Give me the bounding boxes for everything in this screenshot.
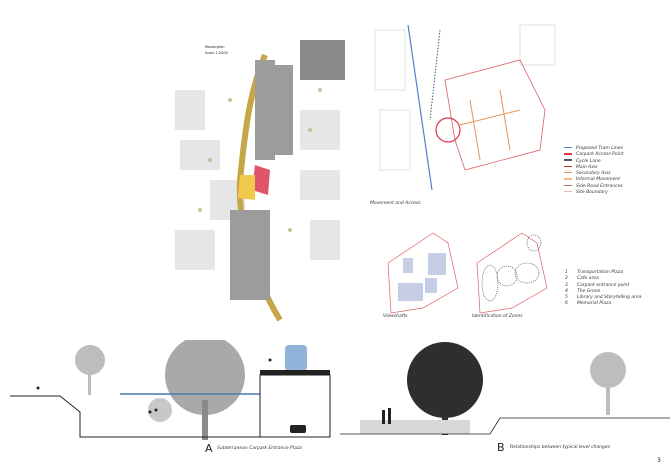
tram bbox=[285, 345, 307, 371]
viewshafts-map: Viewshafts bbox=[383, 228, 463, 319]
legend-item: Proposed Tram Lines bbox=[564, 146, 624, 152]
page-number: 3 bbox=[657, 457, 661, 464]
masterplan-drawing bbox=[175, 40, 345, 322]
legend-item: Informal Movement bbox=[564, 177, 624, 183]
legend-item: Carpark Access Point bbox=[564, 152, 624, 158]
section-b-drawing bbox=[340, 342, 670, 435]
legend-item: Site Boundary bbox=[564, 190, 624, 196]
site-boundary bbox=[444, 59, 546, 171]
movement-map: Movement and Access bbox=[370, 20, 560, 206]
movement-caption: Movement and Access bbox=[370, 201, 421, 206]
car bbox=[290, 425, 306, 433]
section-b-letter: B bbox=[497, 441, 505, 454]
legend-item: Main Axis bbox=[564, 165, 624, 171]
viewshafts-drawing bbox=[387, 232, 459, 314]
section-a-drawing bbox=[10, 335, 331, 440]
viewshafts-caption: Viewshafts bbox=[383, 314, 408, 319]
masterplan-scale: Scale 1:2000 bbox=[205, 51, 228, 55]
tram-line bbox=[407, 24, 433, 191]
section-a bbox=[0, 335, 340, 440]
section-a-letter: A bbox=[205, 442, 213, 455]
movement-legend: Proposed Tram Lines Carpark Access Point… bbox=[564, 146, 624, 196]
legend-item: Cycle Lane bbox=[564, 159, 624, 165]
carpark-access-point bbox=[435, 117, 461, 143]
zones-drawing bbox=[476, 232, 548, 314]
masterplan-title: Masterplan bbox=[205, 45, 225, 49]
movement-drawing bbox=[374, 24, 556, 191]
section-b bbox=[340, 340, 670, 440]
section-a-caption: Subterranean Carpark Entrance Plaza bbox=[217, 446, 302, 451]
zones-caption: Identification of Zones bbox=[472, 314, 523, 319]
legend-item: Side Road Entrances bbox=[564, 184, 624, 190]
section-b-caption: Relationships between typical level chan… bbox=[510, 445, 610, 450]
masterplan: Masterplan Scale 1:2000 bbox=[170, 30, 370, 330]
legend-item: Secondary Axis bbox=[564, 171, 624, 177]
zones-map: Identification of Zones bbox=[472, 228, 552, 319]
